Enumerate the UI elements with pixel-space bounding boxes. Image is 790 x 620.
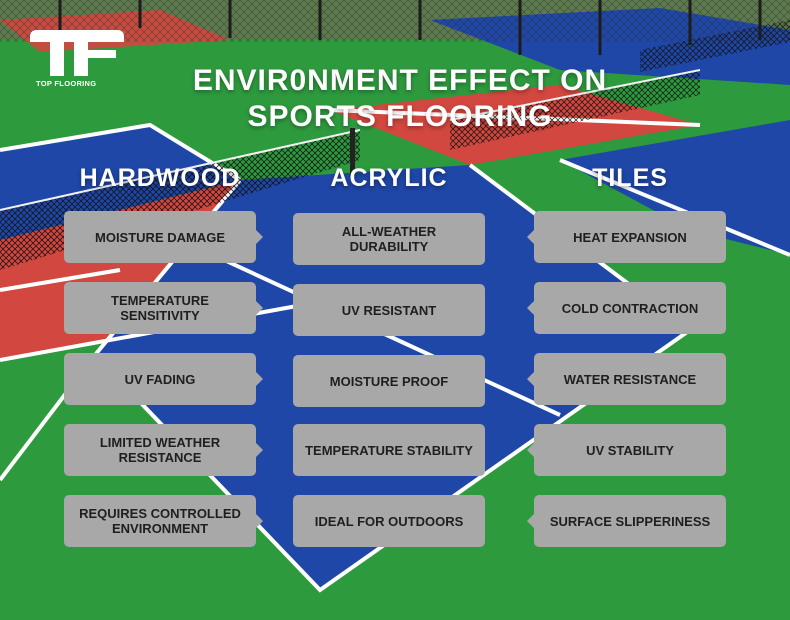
tiles-item-label: UV STABILITY xyxy=(586,442,674,458)
tiles-item-label: COLD CONTRACTION xyxy=(561,300,699,316)
hardwood-item-box: LIMITED WEATHER RESISTANCE xyxy=(64,424,263,476)
acrylic-item-box: MOISTURE PROOF xyxy=(293,355,485,407)
tiles-item-box: SURFACE SLIPPERINESS xyxy=(527,495,726,547)
hardwood-heading: HARDWOOD xyxy=(79,164,241,192)
tiles-item-label: WATER RESISTANCE xyxy=(563,371,697,387)
acrylic-item-label: MOISTURE PROOF xyxy=(329,373,449,389)
hardwood-item-box: MOISTURE DAMAGE xyxy=(64,211,263,263)
hardwood-item-label: TEMPERATURE SENSITIVITY xyxy=(111,293,209,323)
hardwood-item-box: REQUIRES CONTROLLED ENVIRONMENT xyxy=(64,495,263,547)
hardwood-item-label: REQUIRES CONTROLLED ENVIRONMENT xyxy=(79,506,241,536)
hardwood-item-label: LIMITED WEATHER RESISTANCE xyxy=(99,435,221,465)
tiles-item-box: HEAT EXPANSION xyxy=(527,211,726,263)
logo-wordmark: TOP FLOORING xyxy=(36,79,97,88)
acrylic-item-box: TEMPERATURE STABILITY xyxy=(293,424,485,476)
acrylic-item-box: ALL-WEATHER DURABILITY xyxy=(293,213,485,265)
acrylic-item-box: IDEAL FOR OUTDOORS xyxy=(293,495,485,547)
tiles-item-label: HEAT EXPANSION xyxy=(573,229,687,245)
acrylic-item-label: TEMPERATURE STABILITY xyxy=(305,442,473,458)
top-flooring-logo-icon xyxy=(30,30,124,76)
company-logo: TOP FLOORING xyxy=(28,28,128,90)
hardwood-item-box: TEMPERATURE SENSITIVITY xyxy=(64,282,263,334)
tiles-item-box: COLD CONTRACTION xyxy=(527,282,726,334)
acrylic-item-label: UV RESISTANT xyxy=(341,302,437,318)
acrylic-item-box: UV RESISTANT xyxy=(293,284,485,336)
acrylic-item-label: IDEAL FOR OUTDOORS xyxy=(314,513,464,529)
hardwood-item-label: MOISTURE DAMAGE xyxy=(95,229,225,245)
hardwood-item-label: UV FADING xyxy=(124,371,196,387)
hardwood-item-box: UV FADING xyxy=(64,353,263,405)
page-title-line-2: SPORTS FLOORING xyxy=(247,100,553,133)
page-title-line-1: ENVIR0NMENT EFFECT ON xyxy=(192,64,608,97)
tiles-item-label: SURFACE SLIPPERINESS xyxy=(549,513,711,529)
acrylic-item-label: ALL-WEATHER DURABILITY xyxy=(341,224,437,254)
tiles-item-box: WATER RESISTANCE xyxy=(527,353,726,405)
tiles-item-box: UV STABILITY xyxy=(527,424,726,476)
acrylic-heading: ACRYLIC xyxy=(330,164,448,192)
tiles-heading: TILES xyxy=(592,164,668,192)
